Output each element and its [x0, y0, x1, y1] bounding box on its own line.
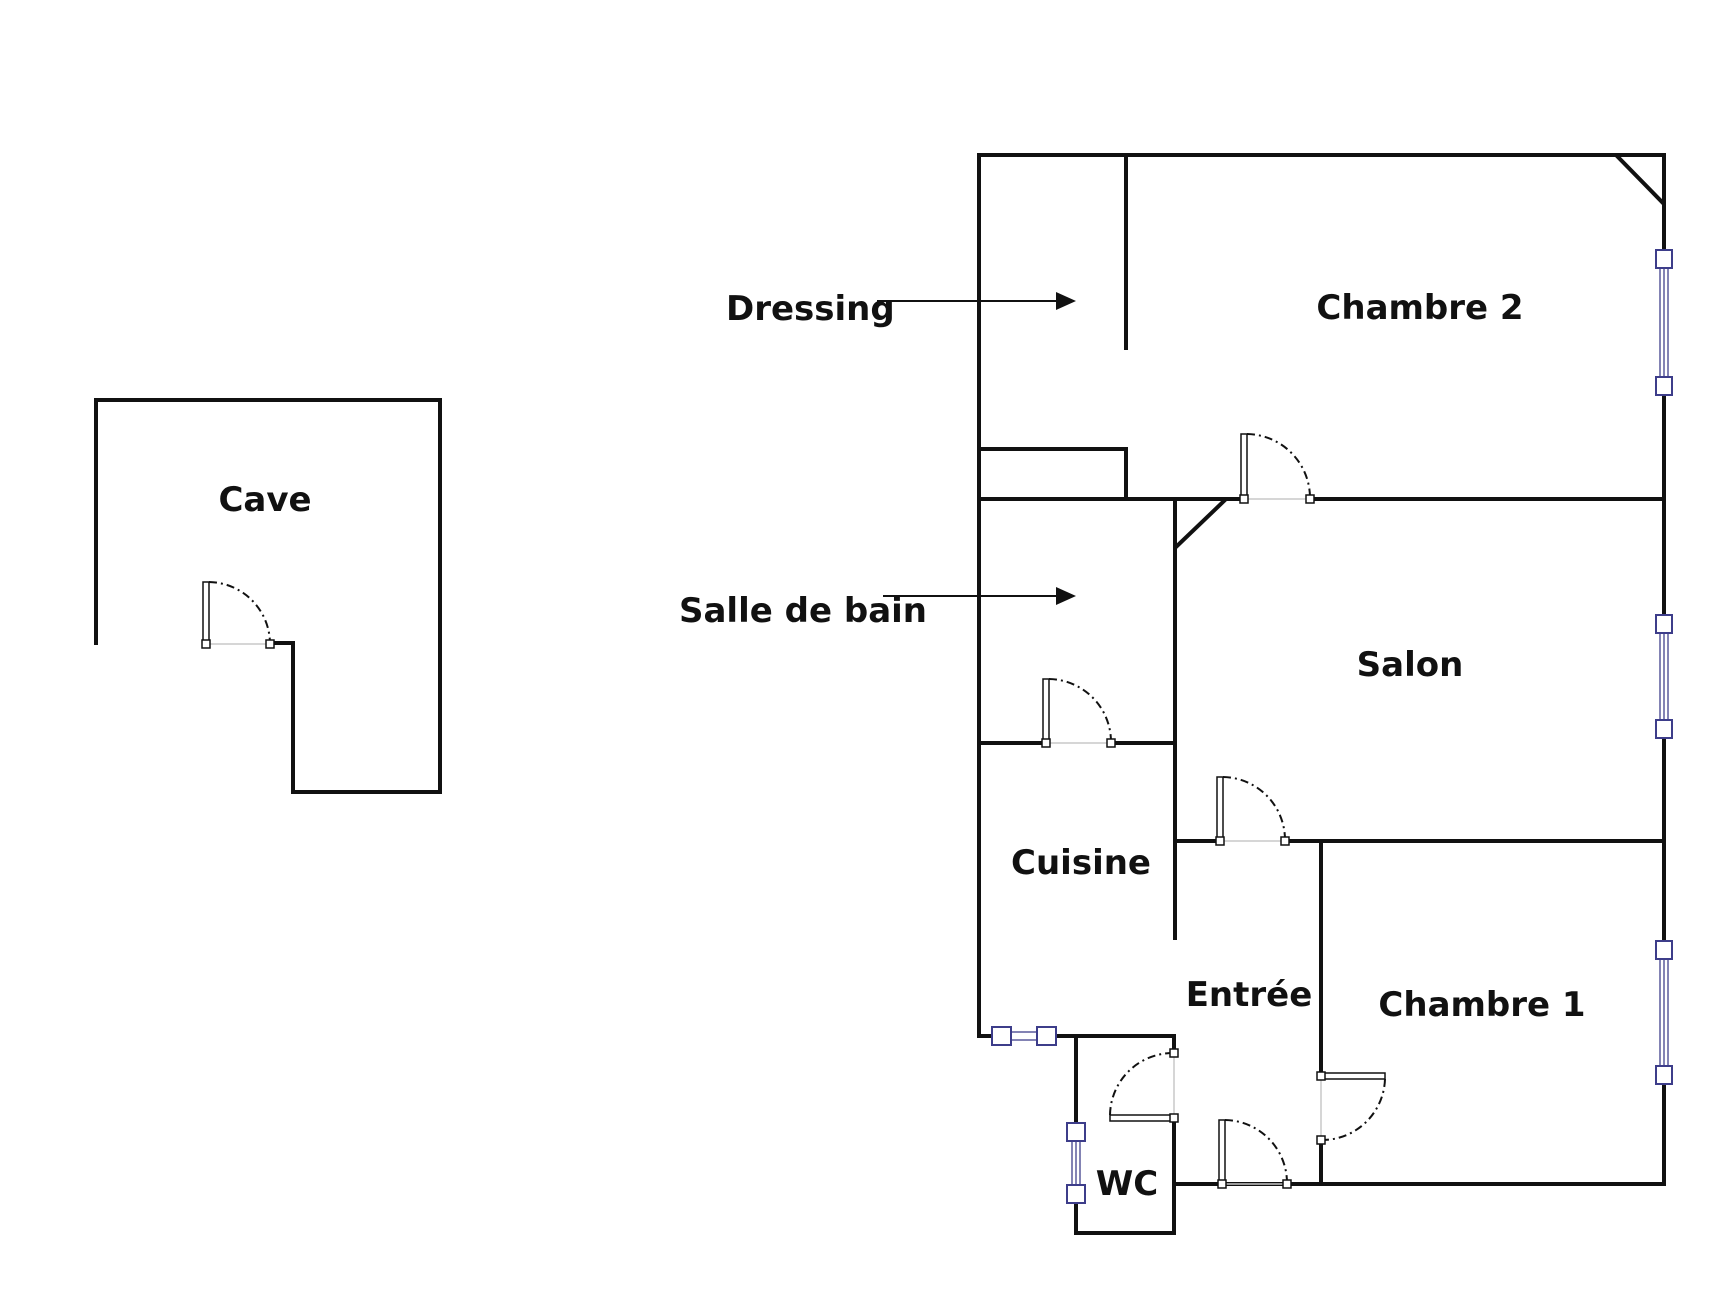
room-label-cave: Cave [218, 480, 311, 520]
room-label-wc: WC [1096, 1164, 1158, 1204]
door-salle-de-bain [1041, 678, 1116, 748]
door-chambre-2 [1239, 433, 1315, 504]
door-wc [1109, 1048, 1179, 1123]
room-label-chambre-2: Chambre 2 [1316, 288, 1523, 328]
arrow-salle-de-bain [883, 587, 1076, 605]
window-chambre-1 [1655, 940, 1673, 1085]
door-chambre-1 [1316, 1071, 1386, 1145]
door-salon [1215, 776, 1290, 846]
room-label-salle-de-bain: Salle de bain [679, 591, 927, 631]
cave-door-latch [265, 639, 275, 649]
cave-door-swing [208, 581, 271, 645]
room-label-salon: Salon [1357, 645, 1464, 685]
cave-door-hinge [201, 639, 211, 649]
room-label-entree: Entrée [1186, 975, 1313, 1015]
arrow-dressing [877, 292, 1076, 310]
window-salon [1655, 614, 1673, 739]
window-wc [1066, 1122, 1086, 1204]
room-label-cuisine: Cuisine [1011, 843, 1151, 883]
cave-plan: Cave [94, 398, 442, 794]
cave-door-leaf [202, 581, 210, 645]
doors [1041, 433, 1386, 1189]
door-entree [1217, 1119, 1292, 1189]
window-cuisine [991, 1026, 1057, 1046]
cave-walls [94, 398, 442, 794]
window-chambre-2 [1655, 249, 1673, 396]
windows [991, 249, 1673, 1204]
room-label-chambre-1: Chambre 1 [1378, 985, 1585, 1025]
room-label-dressing: Dressing [726, 289, 895, 329]
